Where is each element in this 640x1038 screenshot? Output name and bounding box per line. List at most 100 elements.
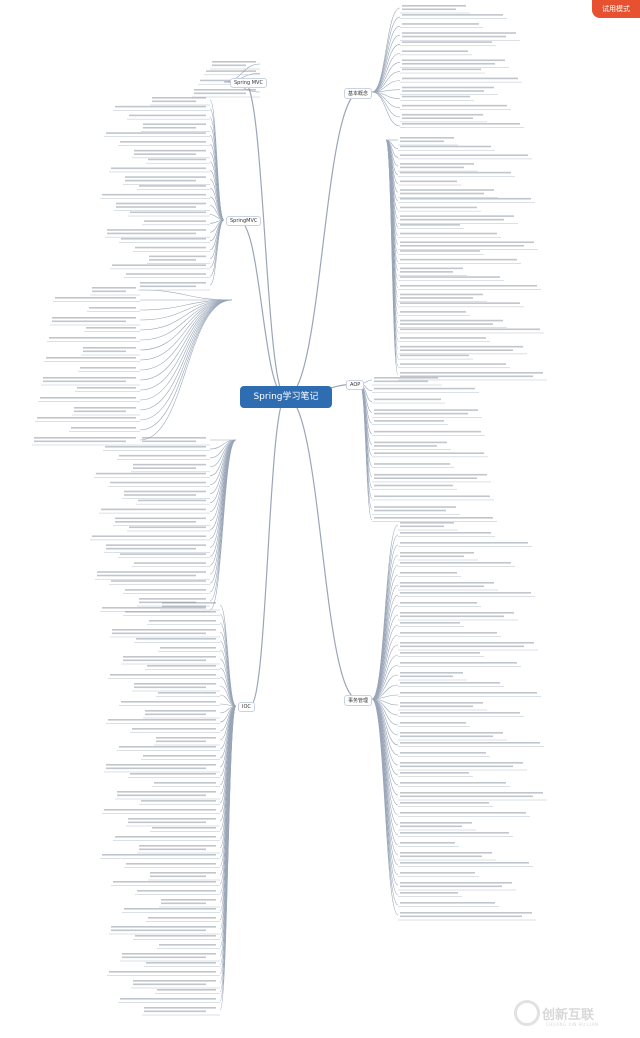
leaf-text-line — [111, 926, 216, 928]
leaf-text-line — [400, 792, 543, 794]
leaf-text-line — [400, 375, 533, 378]
leaf-text-line — [106, 132, 206, 134]
leaf-text-line — [400, 166, 464, 169]
leaf-text-line — [400, 662, 517, 664]
leaf-text-line — [400, 532, 491, 534]
central-topic[interactable]: Spring学习笔记 — [240, 386, 332, 408]
leaf-text-line — [400, 224, 460, 226]
leaf-text-line — [107, 232, 196, 235]
leaf-connector — [139, 299, 233, 391]
leaf-text-line — [374, 377, 438, 379]
branch-connector — [243, 81, 287, 398]
leaf-connector — [139, 299, 233, 351]
leaf-text-line — [139, 598, 206, 600]
leaf-text-line — [37, 417, 136, 419]
leaf-text-line — [400, 615, 504, 618]
leaf-text-line — [400, 652, 480, 654]
leaf-text-line — [400, 197, 531, 200]
leaf-connector — [219, 640, 237, 707]
leaf-text-line — [158, 692, 216, 694]
leaf-text-line — [71, 427, 136, 429]
leaf-connector — [139, 289, 233, 301]
leaf-text-line — [147, 665, 216, 667]
leaf-connector — [371, 91, 401, 109]
leaf-text-line — [109, 971, 216, 973]
leaf-text-line — [400, 180, 457, 183]
leaf-text-line — [400, 622, 460, 624]
leaf-connector — [371, 674, 399, 700]
leaf-text-line — [400, 267, 463, 270]
leaf-text-line — [161, 902, 206, 905]
branch-spring-mvc[interactable]: Spring MVC — [230, 78, 267, 88]
leaf-text-line — [142, 437, 206, 439]
leaf-text-line — [116, 206, 196, 208]
leaf-text-line — [400, 645, 524, 648]
leaf-text-line — [400, 562, 511, 564]
leaf-text-line — [402, 90, 484, 92]
leaf-text-line — [400, 140, 444, 143]
leaf-connector — [139, 299, 233, 441]
leaf-text-line — [400, 218, 504, 221]
leaf-text-line — [112, 632, 206, 635]
leaf-connector — [371, 604, 399, 700]
leaf-text-line — [138, 499, 206, 502]
leaf-connector — [371, 91, 401, 118]
leaf-text-line — [400, 302, 520, 304]
leaf-connector — [139, 299, 233, 411]
leaf-text-line — [149, 259, 196, 261]
leaf-text-line — [400, 244, 524, 247]
leaf-text-line — [140, 285, 196, 288]
leaf-text-line — [106, 547, 196, 550]
leaf-text-line — [157, 989, 216, 991]
leaf-text-line — [400, 189, 494, 191]
leaf-text-line — [104, 809, 216, 811]
leaf-text-line — [402, 68, 481, 71]
leaf-text-line — [97, 571, 206, 573]
leaf-text-line — [400, 372, 543, 374]
leaf-text-line — [402, 123, 520, 125]
leaf-text-line — [143, 123, 206, 126]
leaf-text-line — [141, 800, 216, 802]
branch-basic-concepts[interactable]: 基本概念 — [344, 88, 373, 99]
leaf-text-line — [402, 5, 466, 7]
leaf-text-line — [144, 1010, 206, 1013]
leaf-text-line — [143, 755, 216, 757]
leaf-text-line — [374, 463, 450, 465]
leaf-text-line — [374, 441, 447, 444]
leaf-text-line — [400, 154, 528, 157]
leaf-text-line — [400, 772, 469, 774]
leaf-text-line — [125, 589, 206, 591]
leaf-text-line — [402, 8, 456, 11]
leaf-text-line — [374, 477, 477, 480]
leaf-text-line — [400, 592, 531, 594]
leaf-text-line — [400, 241, 534, 244]
leaf-text-line — [124, 908, 216, 910]
leaf-text-line — [106, 544, 206, 546]
leaf-text-line — [149, 255, 206, 258]
leaf-text-line — [374, 387, 475, 390]
branch-springmvc[interactable]: SpringMVC — [226, 216, 262, 226]
leaf-text-line — [200, 79, 256, 82]
leaf-connector — [371, 698, 399, 896]
trial-mode-button[interactable]: 试用模式 — [592, 0, 640, 18]
branch-transactions[interactable]: 事务管理 — [344, 695, 373, 706]
leaf-text-line — [400, 163, 474, 165]
leaf-text-line — [123, 659, 206, 662]
leaf-connector — [219, 667, 237, 707]
branch-ioc[interactable]: IOC — [238, 702, 255, 712]
leaf-text-line — [102, 607, 206, 609]
leaf-text-line — [115, 517, 206, 520]
leaf-connector — [385, 139, 399, 376]
branch-aop[interactable]: AOP — [346, 380, 365, 390]
leaf-connector — [371, 44, 401, 93]
leaf-text-line — [402, 104, 507, 107]
leaf-text-line — [400, 311, 466, 313]
leaf-text-line — [156, 740, 206, 743]
leaf-connector — [371, 91, 401, 127]
leaf-text-line — [400, 572, 457, 574]
leaf-text-line — [152, 100, 196, 103]
leaf-text-line — [400, 812, 526, 814]
leaf-text-line — [400, 732, 503, 734]
leaf-text-line — [125, 176, 206, 178]
leaf-text-line — [400, 832, 509, 834]
